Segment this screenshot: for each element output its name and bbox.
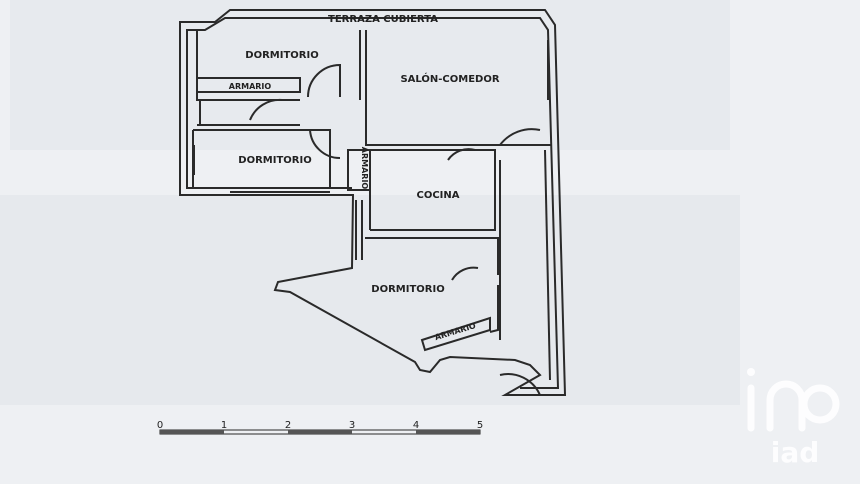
scale-tick-1: 1 — [221, 420, 227, 431]
scale-bar: 0 1 2 3 4 5 — [157, 420, 483, 435]
bedroom-top-wall — [196, 30, 300, 101]
window — [193, 100, 201, 175]
door-swing — [499, 128, 541, 146]
bedroom-middle-label: DORMITORIO — [238, 155, 311, 166]
bedroom-bottom-label: DORMITORIO — [371, 284, 444, 295]
door-swing — [309, 129, 341, 160]
kitchen-label: COCINA — [416, 190, 459, 201]
iad-logo — [747, 368, 840, 432]
scale-tick-3: 3 — [349, 420, 355, 431]
walls — [179, 9, 567, 396]
door-swing — [451, 266, 479, 281]
outer-wall-inner-line — [186, 17, 560, 389]
door-swing — [447, 148, 476, 161]
iad-wordmark: iad — [771, 436, 820, 469]
bedroom-top-label: DORMITORIO — [245, 50, 318, 61]
window — [230, 187, 330, 193]
logo-dot-mark — [747, 368, 755, 376]
outer-wall — [179, 9, 567, 396]
wardrobe-top-label: ARMARIO — [229, 82, 272, 91]
door-swing — [499, 373, 541, 396]
window — [355, 200, 363, 260]
door-swing — [249, 98, 283, 121]
logo-arch-mark — [766, 380, 806, 432]
wardrobe-top-outline — [197, 77, 301, 93]
terrace-label: TERRAZA CUBIERTA — [328, 14, 438, 25]
scale-tick-0: 0 — [157, 420, 163, 431]
wardrobe-vertical-label: ARMARIO — [360, 147, 369, 190]
scale-tick-4: 4 — [413, 420, 419, 431]
door-swing — [307, 63, 341, 98]
scale-tick-5: 5 — [477, 420, 483, 431]
logo-ring-mark — [800, 384, 840, 424]
wardrobe-bottom-outline — [420, 316, 491, 352]
scale-tick-2: 2 — [285, 420, 291, 431]
shadow-area-top — [10, 0, 730, 150]
living-dining-label: SALÓN-COMEDOR — [400, 72, 499, 85]
